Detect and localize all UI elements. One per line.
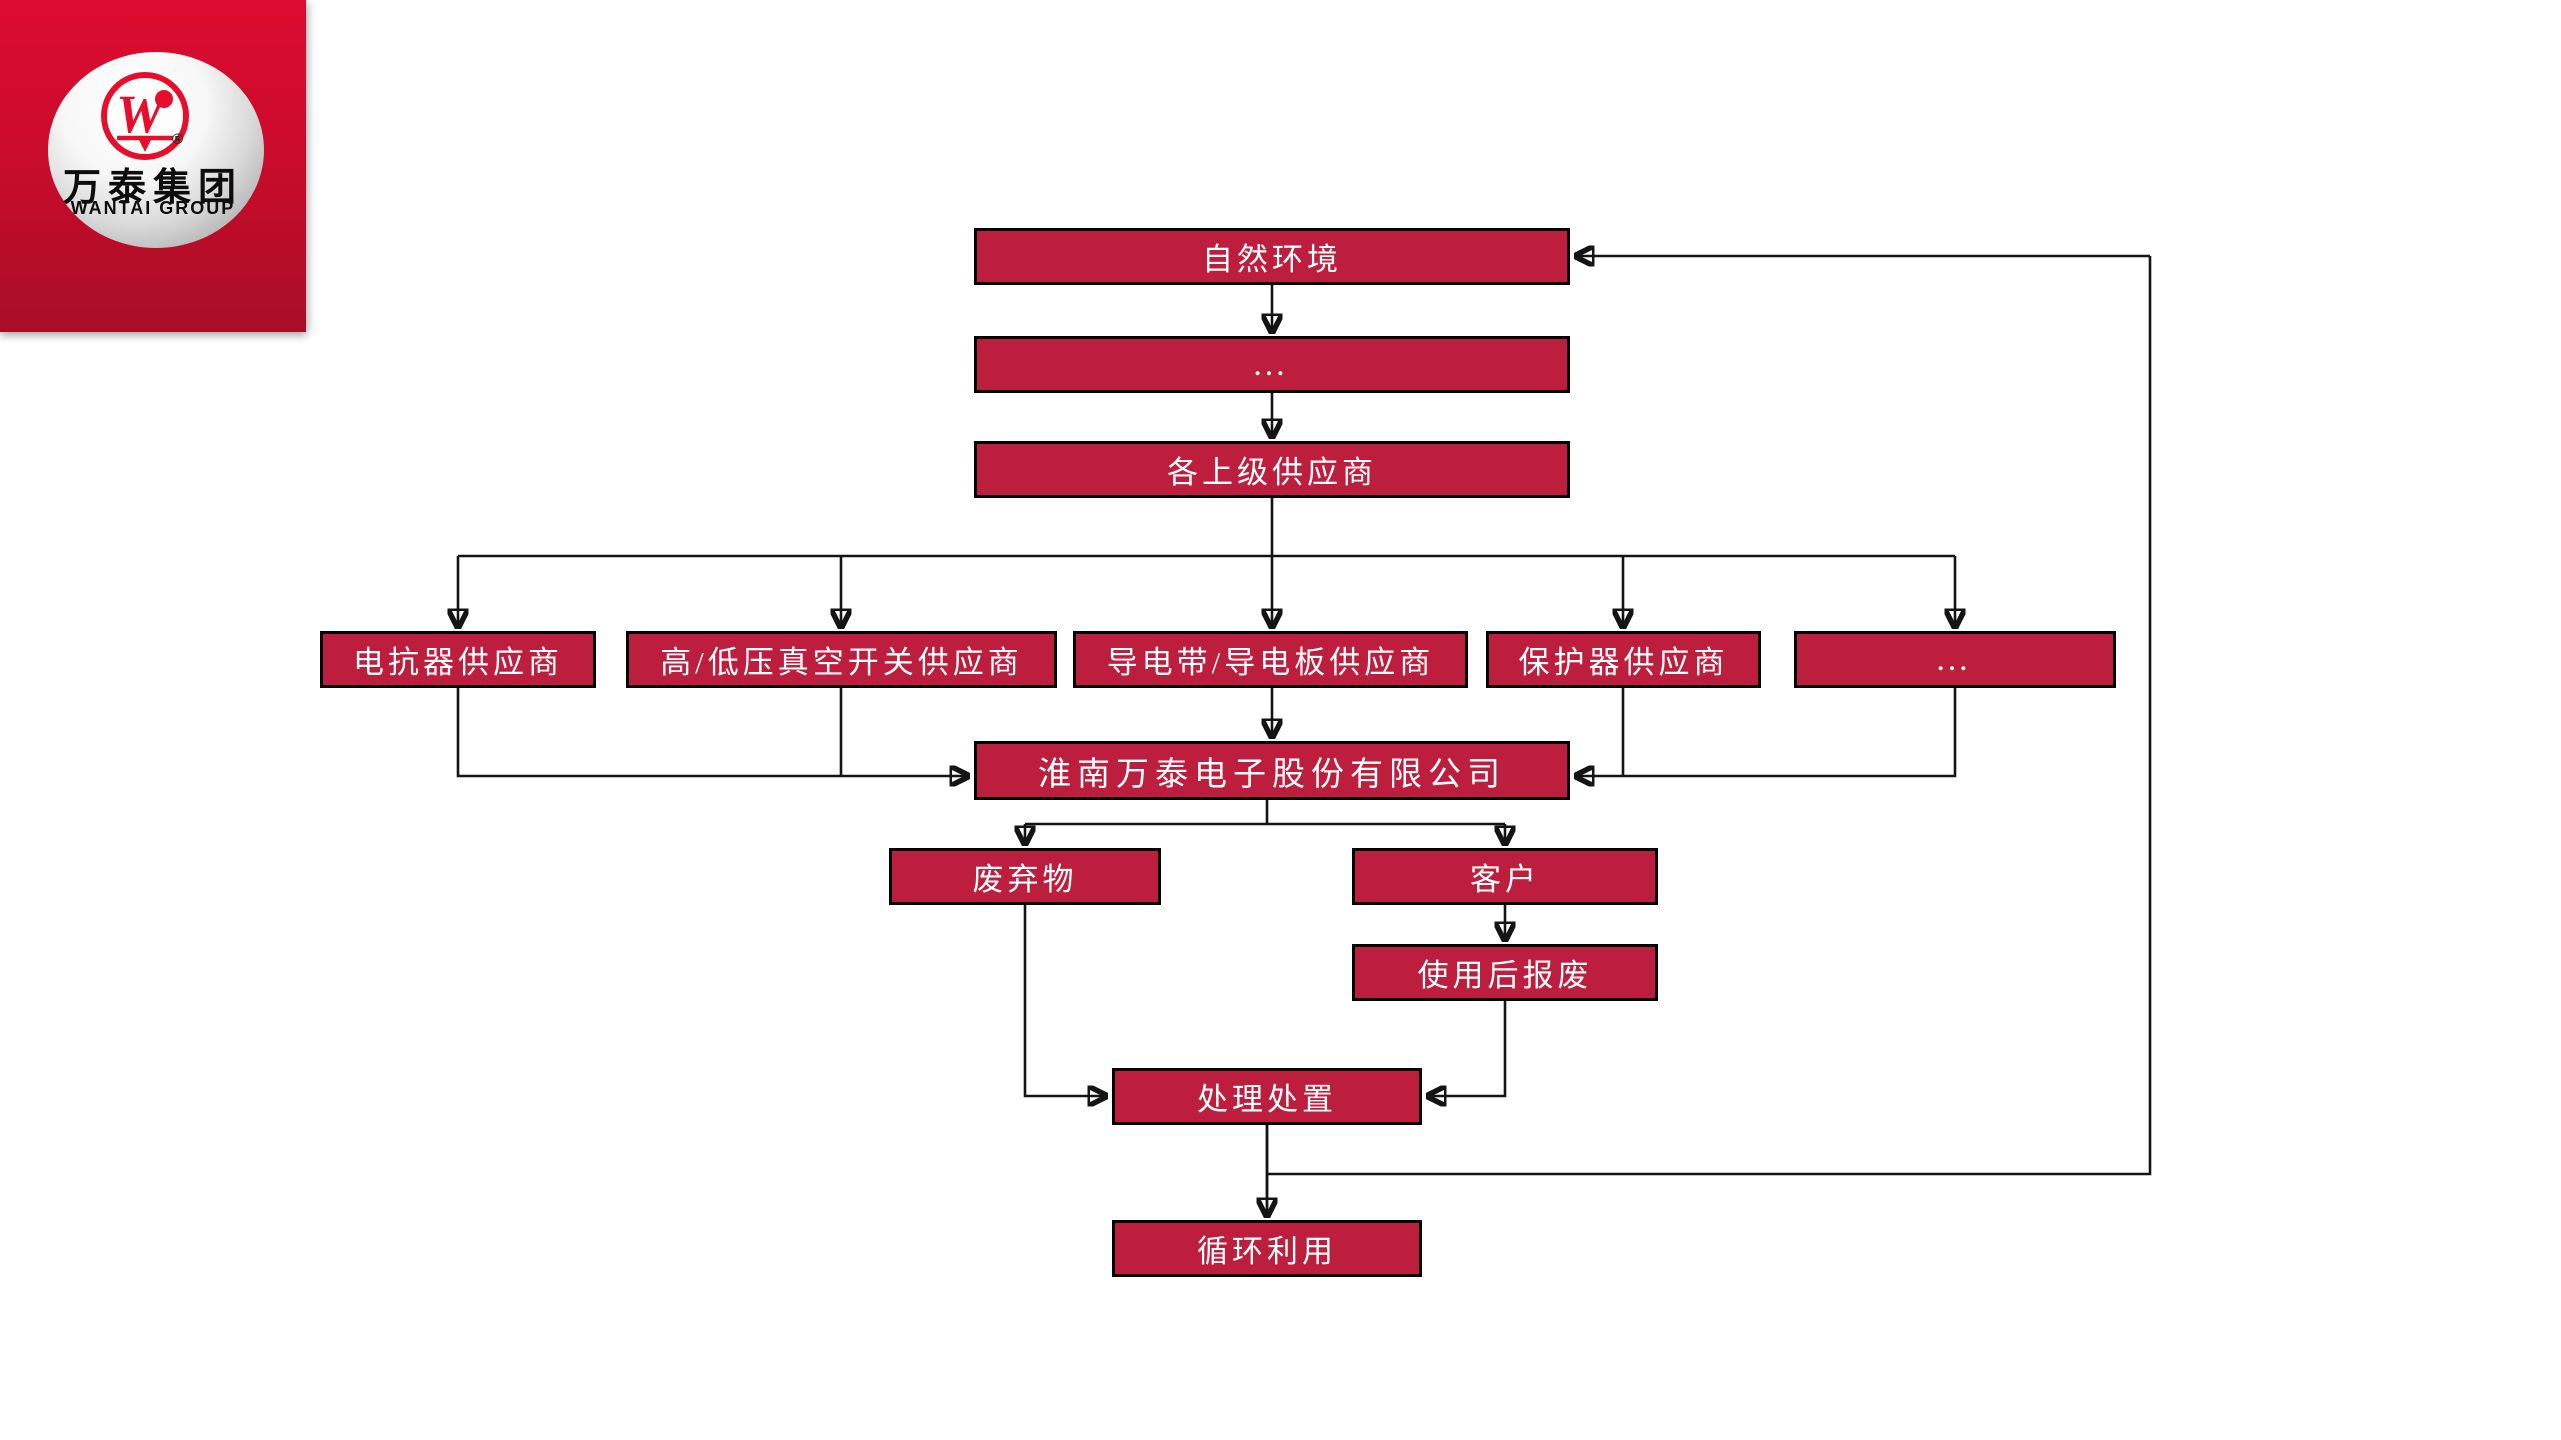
node-other-suppliers-ellipsis: …: [1794, 631, 2116, 688]
node-upper-suppliers: 各上级供应商: [974, 441, 1570, 498]
node-conductive-supplier: 导电带/导电板供应商: [1073, 631, 1468, 688]
brand-name-cn: 万泰集团: [62, 167, 243, 209]
node-waste: 废弃物: [889, 848, 1161, 905]
registered-mark: ®: [172, 131, 184, 148]
node-scrap-after-use: 使用后报废: [1352, 944, 1658, 1001]
node-disposal: 处理处置: [1112, 1068, 1422, 1125]
wantai-monogram-icon: W: [101, 72, 189, 160]
brand-name-en: WANTAI GROUP: [70, 198, 236, 218]
node-company: 淮南万泰电子股份有限公司: [974, 741, 1570, 800]
node-reactor-supplier: 电抗器供应商: [320, 631, 596, 688]
arrow-left-suppliers-to-company: [456, 688, 967, 776]
brand-logo-panel: W ® 万泰集团 WANTAI GROUP: [0, 0, 306, 332]
arrow-right-suppliers-to-company: [1577, 688, 1957, 776]
node-protector-supplier: 保护器供应商: [1486, 631, 1761, 688]
node-recycling: 循环利用: [1112, 1220, 1422, 1277]
node-customer: 客户: [1352, 848, 1658, 905]
node-natural-environment: 自然环境: [974, 228, 1570, 285]
arrow-scrap-to-disposal: [1429, 1001, 1507, 1096]
node-vacuum-switch-supplier: 高/低压真空开关供应商: [626, 631, 1057, 688]
node-chain-ellipsis: …: [974, 336, 1570, 393]
arrow-waste-to-disposal: [1023, 905, 1105, 1096]
